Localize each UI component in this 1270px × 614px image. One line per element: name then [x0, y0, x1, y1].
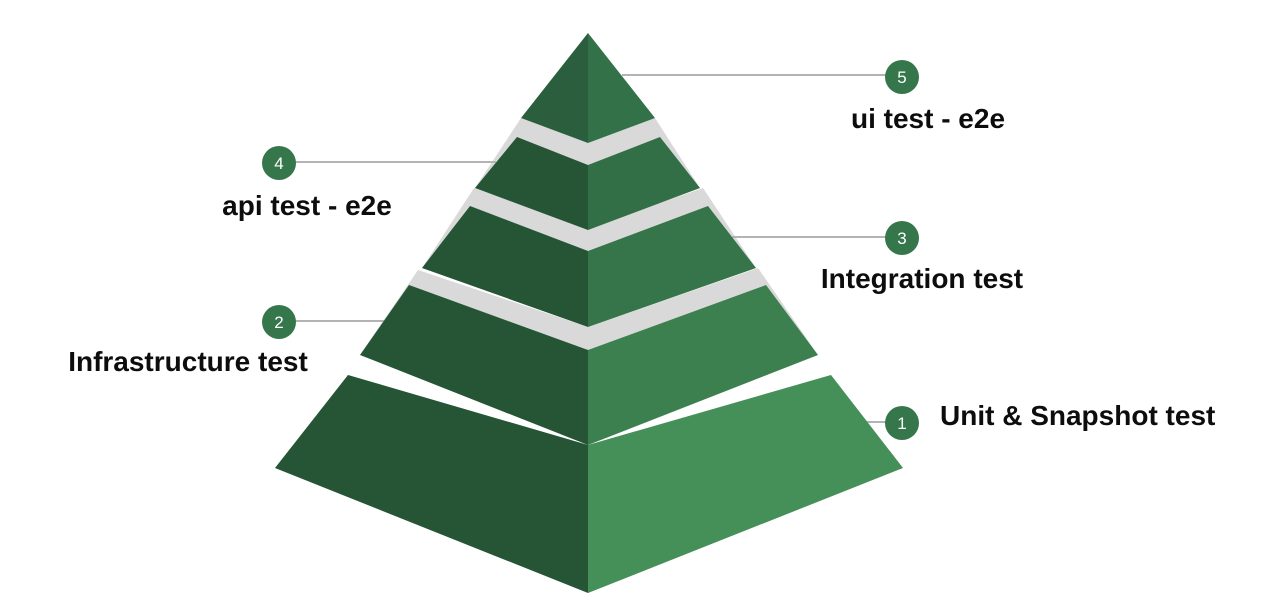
badge-2-number: 2 — [274, 313, 283, 332]
level-2-right-face — [588, 285, 818, 445]
pyramid-level-2 — [360, 285, 818, 445]
badge-1-number: 1 — [897, 414, 906, 433]
badge-3-circle — [885, 221, 919, 255]
level-3-label: Integration test — [821, 263, 1023, 294]
badge-4-circle — [262, 146, 296, 180]
level-5-left-face — [521, 33, 588, 143]
badge-2-circle — [262, 305, 296, 339]
level-2-left-face — [360, 285, 588, 445]
level-4-right-face — [588, 137, 700, 230]
badge-4-number: 4 — [274, 154, 283, 173]
pyramid-level-3 — [422, 206, 756, 327]
pyramid-level-4 — [475, 137, 700, 230]
badge-1: 1 — [885, 406, 919, 440]
badge-3-number: 3 — [897, 229, 906, 248]
badge-5-circle — [885, 60, 919, 94]
pyramid-level-5 — [521, 33, 655, 143]
badge-5: 5 — [885, 60, 919, 94]
level-4-label: api test - e2e — [222, 190, 392, 221]
level-4-left-face — [475, 137, 588, 230]
level-3-right-face — [588, 206, 756, 327]
badge-3: 3 — [885, 221, 919, 255]
badge-1-circle — [885, 406, 919, 440]
badge-4: 4 — [262, 146, 296, 180]
level-2-label: Infrastructure test — [68, 346, 308, 377]
pyramid-level-1 — [275, 375, 903, 593]
level-5-label: ui test - e2e — [851, 103, 1005, 134]
badge-5-number: 5 — [897, 68, 906, 87]
level-1-right-face — [588, 375, 903, 593]
level-1-label: Unit & Snapshot test — [940, 400, 1215, 431]
badge-2: 2 — [262, 305, 296, 339]
level-5-right-face — [588, 33, 655, 143]
level-3-left-face — [422, 206, 588, 327]
level-1-left-face — [275, 375, 588, 593]
